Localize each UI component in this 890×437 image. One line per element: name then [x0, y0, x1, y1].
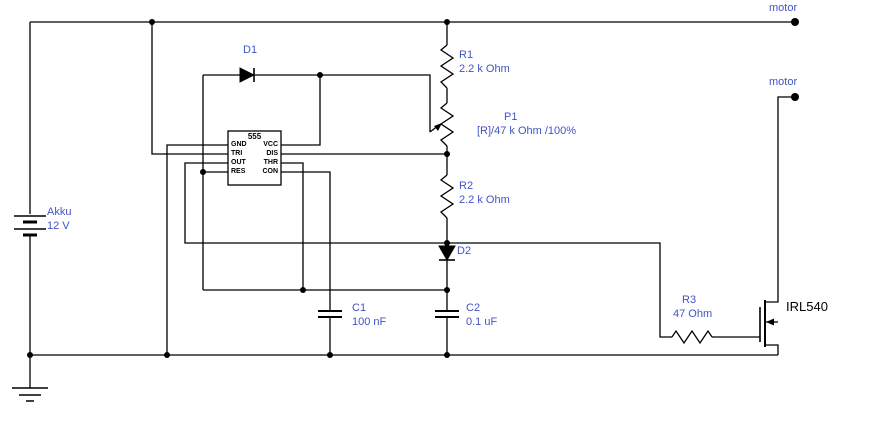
- capacitor-c2-symbol: [435, 310, 459, 318]
- resistor-r3-symbol: [671, 329, 713, 345]
- junction-dots: [27, 19, 450, 358]
- label-battery-name: Akku: [47, 206, 72, 218]
- resistor-r2-symbol: [439, 174, 455, 219]
- ic-pin-con: CON: [262, 168, 278, 175]
- label-battery-value: 12 V: [47, 220, 70, 232]
- wire: [254, 74, 431, 132]
- resistor-zigzag: [671, 329, 713, 345]
- wire: [765, 96, 795, 303]
- label-r2-value: 2.2 k Ohm: [459, 194, 510, 206]
- motor-terminal-dot: [791, 18, 799, 26]
- label-c2-name: C2: [466, 302, 481, 314]
- wiper-arrowhead: [434, 123, 442, 131]
- label-c1-name: C1: [352, 302, 367, 314]
- diode-triangle: [438, 245, 456, 262]
- diode-triangle: [239, 67, 256, 83]
- diode-d2-symbol: [438, 245, 456, 262]
- label-d1: D1: [243, 44, 258, 56]
- label-motor-right: motor: [769, 76, 798, 88]
- junction-dot: [444, 287, 450, 293]
- ic-555-box: [227, 130, 282, 186]
- battery-symbol: [14, 215, 46, 237]
- label-c1-value: 100 nF: [352, 316, 387, 328]
- wire: [184, 162, 672, 338]
- junction-dot: [27, 352, 33, 358]
- mosfet-body-arrow: [766, 318, 774, 326]
- junction-dot: [444, 240, 450, 246]
- resistor-zigzag: [439, 44, 455, 89]
- label-r1-name: R1: [459, 49, 474, 61]
- diode-d1-symbol: [239, 67, 256, 83]
- ic-pin-res: RES: [231, 168, 246, 175]
- ic-pin-out: OUT: [231, 159, 246, 166]
- label-p1-name: P1: [504, 111, 518, 123]
- resistor-r1-symbol: [439, 44, 455, 89]
- motor-terminals: [791, 18, 799, 101]
- label-p1-value: [R]/47 k Ohm /100%: [477, 125, 577, 137]
- junction-dot: [164, 352, 170, 358]
- junction-dot: [200, 169, 206, 175]
- label-d2: D2: [457, 245, 472, 257]
- label-mosfet-part-number: IRL540: [786, 299, 828, 314]
- ic-pin-gnd: GND: [231, 141, 247, 148]
- label-r3-name: R3: [682, 294, 697, 306]
- ic-pin-dis: DIS: [266, 150, 278, 157]
- junction-dot: [317, 72, 323, 78]
- junction-dot: [149, 19, 155, 25]
- resistor-zigzag: [439, 174, 455, 219]
- ic-555-title: 555: [247, 132, 262, 141]
- ic-outline: [227, 130, 282, 186]
- ic-pin-vcc: VCC: [263, 141, 278, 148]
- label-motor-top: motor: [769, 2, 798, 14]
- capacitor-c1-symbol: [318, 310, 342, 318]
- junction-dot: [444, 151, 450, 157]
- wire: [281, 75, 321, 146]
- mosfet-symbol: [759, 300, 778, 347]
- wire: [281, 171, 331, 311]
- resistor-zigzag: [439, 102, 455, 147]
- potentiometer-p1-symbol: [429, 102, 455, 147]
- junction-dot: [327, 352, 333, 358]
- wire: [281, 162, 304, 290]
- ic-pin-tri: TRI: [231, 150, 243, 157]
- junction-dot: [300, 287, 306, 293]
- wire: [151, 22, 228, 155]
- wire: [166, 144, 228, 355]
- motor-terminal-dot: [791, 93, 799, 101]
- label-r3-value: 47 Ohm: [673, 308, 713, 320]
- label-c2-value: 0.1 uF: [466, 316, 498, 328]
- label-r2-name: R2: [459, 180, 474, 192]
- label-r1-value: 2.2 k Ohm: [459, 63, 510, 75]
- ground-symbol: [12, 387, 48, 402]
- wire: [765, 344, 779, 355]
- junction-dot: [444, 19, 450, 25]
- wires: [29, 21, 795, 388]
- ic-pin-thr: THR: [263, 159, 278, 166]
- junction-dot: [444, 352, 450, 358]
